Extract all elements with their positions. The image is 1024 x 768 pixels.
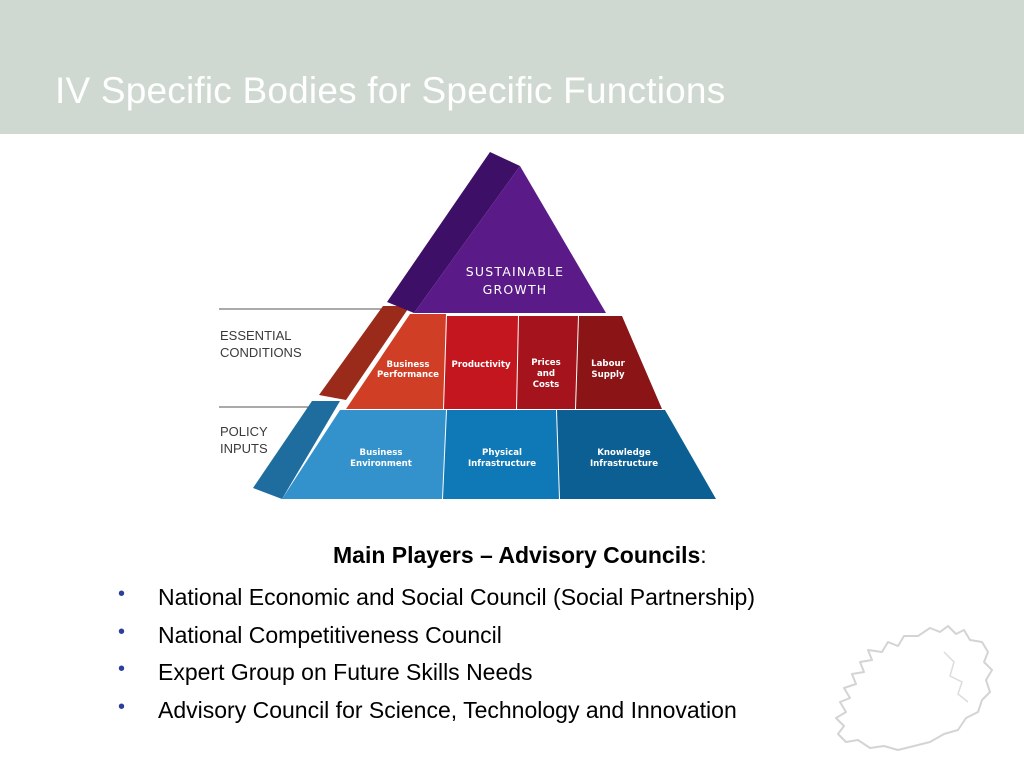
ireland-outline <box>835 625 993 751</box>
policy-cell-label-knowledge-line2: Infrastructure <box>590 459 658 469</box>
essential-cell-label-prices-line3: Costs <box>533 380 560 390</box>
essential-cell-business-performance <box>346 314 446 409</box>
essential-cell-label-labour-line1: Labour <box>591 359 625 369</box>
policy-tier-side <box>253 401 340 499</box>
essential-cell-productivity <box>444 316 518 409</box>
list-item-text: National Competitiveness Council <box>158 621 502 648</box>
bullet-icon: • <box>118 583 126 605</box>
list-item-text: National Economic and Social Council (So… <box>158 584 756 610</box>
essential-label-line1: ESSENTIAL <box>220 328 292 343</box>
growth-tier-face <box>414 166 606 313</box>
border-line <box>943 651 969 703</box>
bullet-icon: • <box>118 695 126 718</box>
essential-label-line2: CONDITIONS <box>220 345 302 360</box>
policy-cell-label-physical-line1: Physical <box>482 448 522 458</box>
essential-cell-prices-and-costs <box>517 316 578 409</box>
essential-tier-side <box>319 306 410 400</box>
slide-title: IV Specific Bodies for Specific Function… <box>55 70 726 111</box>
essential-cell-label-business-line1: Business <box>387 360 430 370</box>
policy-cell-label-physical-line2: Infrastructure <box>468 459 536 469</box>
main-players-heading-colon: : <box>700 542 707 568</box>
essential-cell-label-prices-line1: Prices <box>531 358 561 368</box>
growth-label-line2: GROWTH <box>483 282 548 297</box>
policy-cell-label-business-line1: Business <box>360 448 403 458</box>
ireland-map-icon <box>835 625 993 751</box>
essential-cell-label-productivity: Productivity <box>451 360 511 370</box>
policy-cell-business-environment <box>282 410 446 499</box>
bullet-icon: • <box>118 620 126 643</box>
growth-tier-side <box>387 152 520 313</box>
policy-cell-label-business-line2: Environment <box>350 459 412 469</box>
policy-label-line2: INPUTS <box>220 441 268 456</box>
list-item-text: Advisory Council for Science, Technology… <box>158 696 737 723</box>
policy-cell-knowledge-infrastructure <box>557 410 716 499</box>
policy-cell-label-knowledge-line1: Knowledge <box>597 448 651 458</box>
essential-cell-labour-supply <box>576 316 662 409</box>
list-item-text: Expert Group on Future Skills Needs <box>158 659 533 685</box>
title-bar: IV Specific Bodies for Specific Function… <box>0 0 1024 134</box>
essential-cell-label-prices-line2: and <box>537 369 555 379</box>
main-players-heading: Main Players – Advisory Councils: <box>333 542 707 569</box>
policy-cell-physical-infrastructure <box>443 410 559 499</box>
growth-label-line1: SUSTAINABLE <box>466 264 564 279</box>
main-players-heading-text: Main Players – Advisory Councils <box>333 542 701 568</box>
essential-cell-label-labour-line2: Supply <box>591 370 625 380</box>
policy-label-line1: POLICY <box>220 424 268 439</box>
bullet-icon: • <box>118 658 126 680</box>
essential-cell-label-business-line2: Performance <box>377 370 439 380</box>
growth-pyramid-diagram: ESSENTIAL CONDITIONS POLICY INPUTS SUSTA… <box>219 152 716 499</box>
